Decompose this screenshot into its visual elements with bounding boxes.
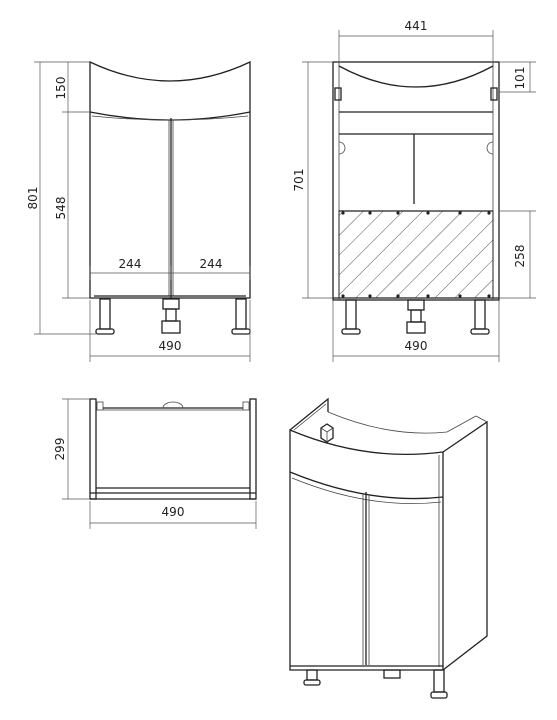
dim-door-left-label: 244 <box>119 257 142 271</box>
dim-top-width-label: 490 <box>162 505 185 519</box>
dim-801-label: 801 <box>26 187 40 210</box>
top-view: 299 490 <box>53 398 257 529</box>
cabinet-front-outline <box>89 60 251 299</box>
shelf-screws <box>341 211 491 298</box>
dim-258-label: 258 <box>513 245 527 268</box>
cabinet-iso-outline <box>289 397 488 671</box>
legs-section <box>341 299 490 335</box>
legs-front <box>95 298 251 335</box>
dim-701-label: 701 <box>292 169 306 192</box>
cabinet-top-outline <box>89 398 257 500</box>
isometric-view <box>289 397 488 699</box>
dim-441-label: 441 <box>405 19 428 33</box>
dim-548-label: 548 <box>54 197 68 220</box>
dimensions-top <box>62 398 257 529</box>
cabinet-section-outline <box>332 61 500 301</box>
dim-door-right-label: 244 <box>200 257 223 271</box>
dim-101-label: 101 <box>513 67 527 90</box>
dim-section-width-label: 490 <box>405 339 428 353</box>
section-view: 441 701 101 258 490 <box>292 19 536 362</box>
dim-150-label: 150 <box>54 77 68 100</box>
dimensions-front <box>34 61 251 362</box>
legs-iso <box>303 669 448 699</box>
dim-front-width-label: 490 <box>159 339 182 353</box>
dim-299-label: 299 <box>53 438 67 461</box>
front-view: 801 150 548 244 244 490 <box>26 60 251 362</box>
dimensions-section <box>302 30 536 362</box>
